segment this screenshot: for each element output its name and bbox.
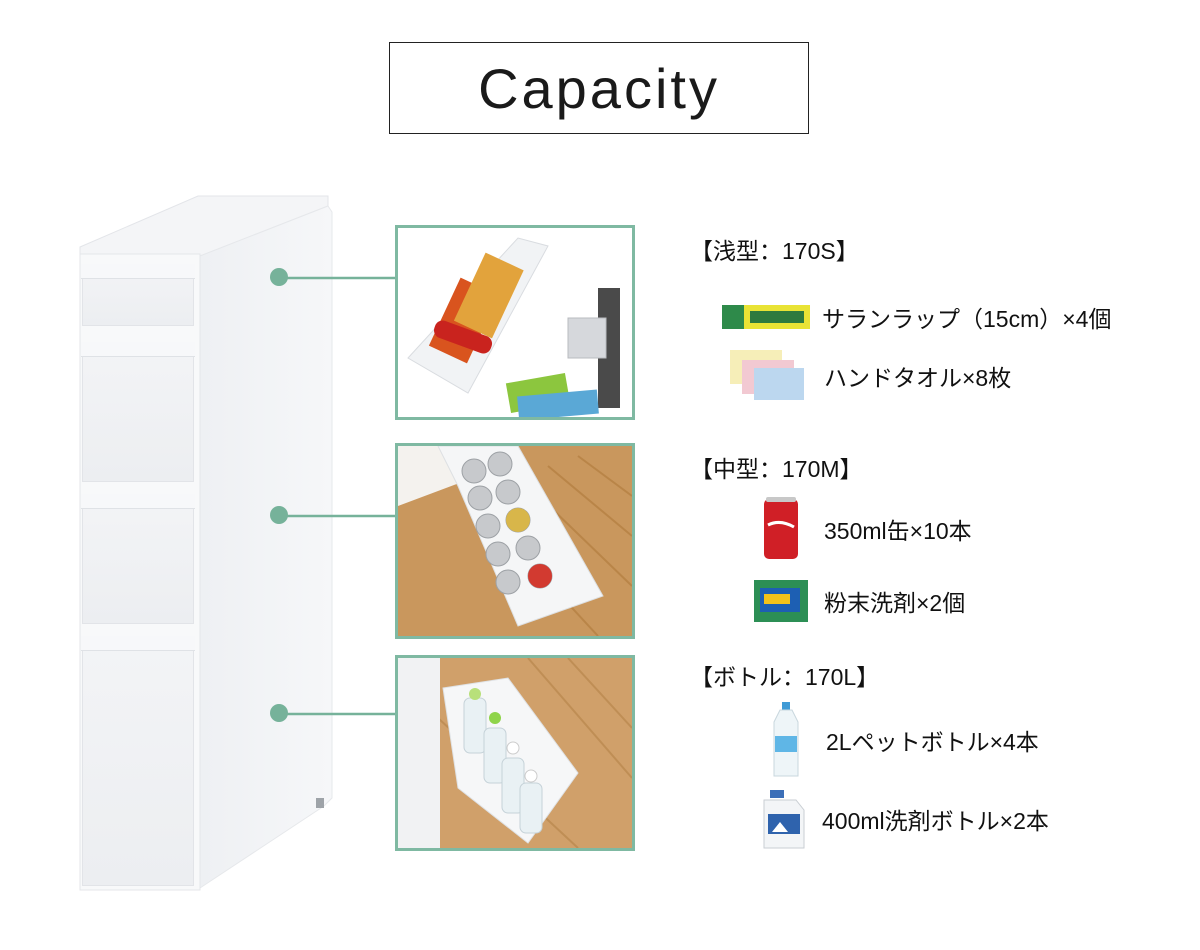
connector-line-bottle [279,712,397,716]
item-label: 2Lペットボトル×4本 [826,729,1039,755]
item-label: サランラップ（15cm）×4個 [822,306,1112,332]
item-label: 400ml洗剤ボトル×2本 [822,808,1049,834]
plastic-wrap-icon [722,305,810,329]
section-title-medium: 【中型：170M】 [690,456,863,482]
photo-medium-drawer [395,443,635,639]
list-item: 粉末洗剤×2個 [752,578,965,624]
connector-line-shallow [279,276,397,280]
photo-bottle-drawer [395,655,635,851]
connector-line-medium [279,514,397,518]
list-item: 350ml缶×10本 [760,495,972,563]
list-item: ハンドタオル×8枚 [728,348,1011,404]
detergent-box-icon [754,580,808,622]
list-item: 400ml洗剤ボトル×2本 [760,788,1049,850]
item-label: ハンドタオル×8枚 [824,365,1012,391]
drawer-shallow [81,264,195,326]
hand-towel-icon [730,350,804,400]
item-label: 粉末洗剤×2個 [824,590,966,616]
storage-cabinet-image [78,192,338,892]
detergent-bottle-icon [763,790,805,849]
water-bottle-icon [773,702,799,777]
drawer-medium-top [81,342,195,482]
list-item: サランラップ（15cm）×4個 [720,300,1111,334]
photo-shallow-drawer [395,225,635,420]
section-title-bottle: 【ボトル：170L】 [690,664,880,690]
page-title: Capacity [389,42,809,134]
item-label: 350ml缶×10本 [824,518,972,544]
section-title-shallow: 【浅型：170S】 [690,238,859,264]
drawer-bottle [81,636,195,886]
soda-can-icon [764,497,798,559]
drawer-medium [81,494,195,624]
list-item: 2Lペットボトル×4本 [768,700,1039,780]
